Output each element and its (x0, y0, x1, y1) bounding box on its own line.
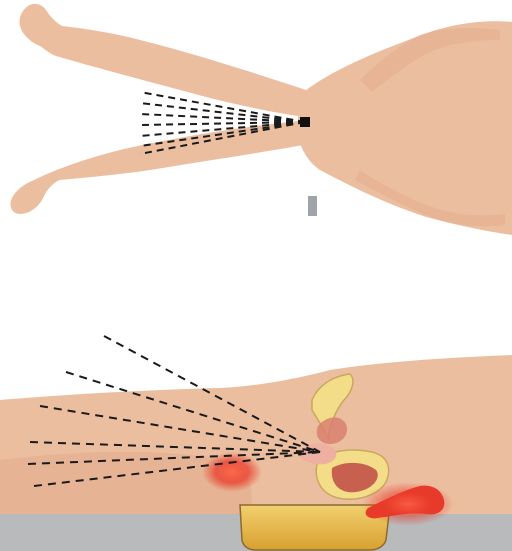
applicator-tab (308, 196, 317, 216)
side-view-panel (0, 300, 512, 551)
beam-source (300, 117, 310, 127)
upper-leg (19, 4, 330, 120)
lower-leg (10, 118, 330, 214)
top-view-illustration (0, 0, 512, 250)
side-view-illustration (0, 300, 512, 551)
hot-spot-sacral-glow (362, 482, 454, 526)
top-view-panel (0, 0, 512, 250)
hot-spot-thigh (202, 452, 262, 492)
